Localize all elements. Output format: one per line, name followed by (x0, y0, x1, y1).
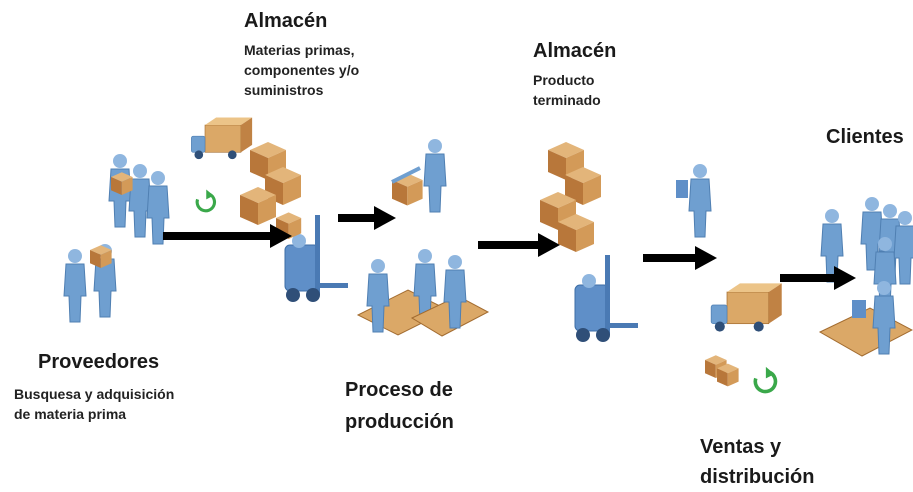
production-title: Proceso de producción (345, 379, 454, 433)
customer-group-icon (820, 196, 913, 311)
raw-warehouse-subtitle: Materias primas, componentes y/o suminis… (244, 42, 360, 98)
box-stack-icon (705, 355, 739, 387)
customer-desk-icon (818, 280, 913, 357)
box-stack-icon (240, 142, 301, 225)
box-stack-icon (540, 142, 601, 252)
flow-arrows (163, 206, 856, 290)
worker-icon (391, 138, 447, 213)
forklift-icon (276, 212, 349, 303)
assembly-table-icon (356, 248, 490, 337)
clients-title: Clientes (826, 126, 904, 148)
finished-warehouse-subtitle: Producto terminado (533, 72, 601, 108)
sales-title: Ventas y distribución (700, 436, 815, 488)
supplier-people-icon (63, 153, 170, 323)
worker-icon (676, 163, 712, 238)
forklift-icon (574, 254, 639, 343)
suppliers-subtitle: Busquesa y adquisición de materia prima (14, 386, 175, 422)
raw-warehouse-title: Almacén (244, 10, 328, 32)
finished-warehouse-title: Almacén (533, 40, 617, 62)
suppliers-title: Proveedores (38, 351, 160, 373)
